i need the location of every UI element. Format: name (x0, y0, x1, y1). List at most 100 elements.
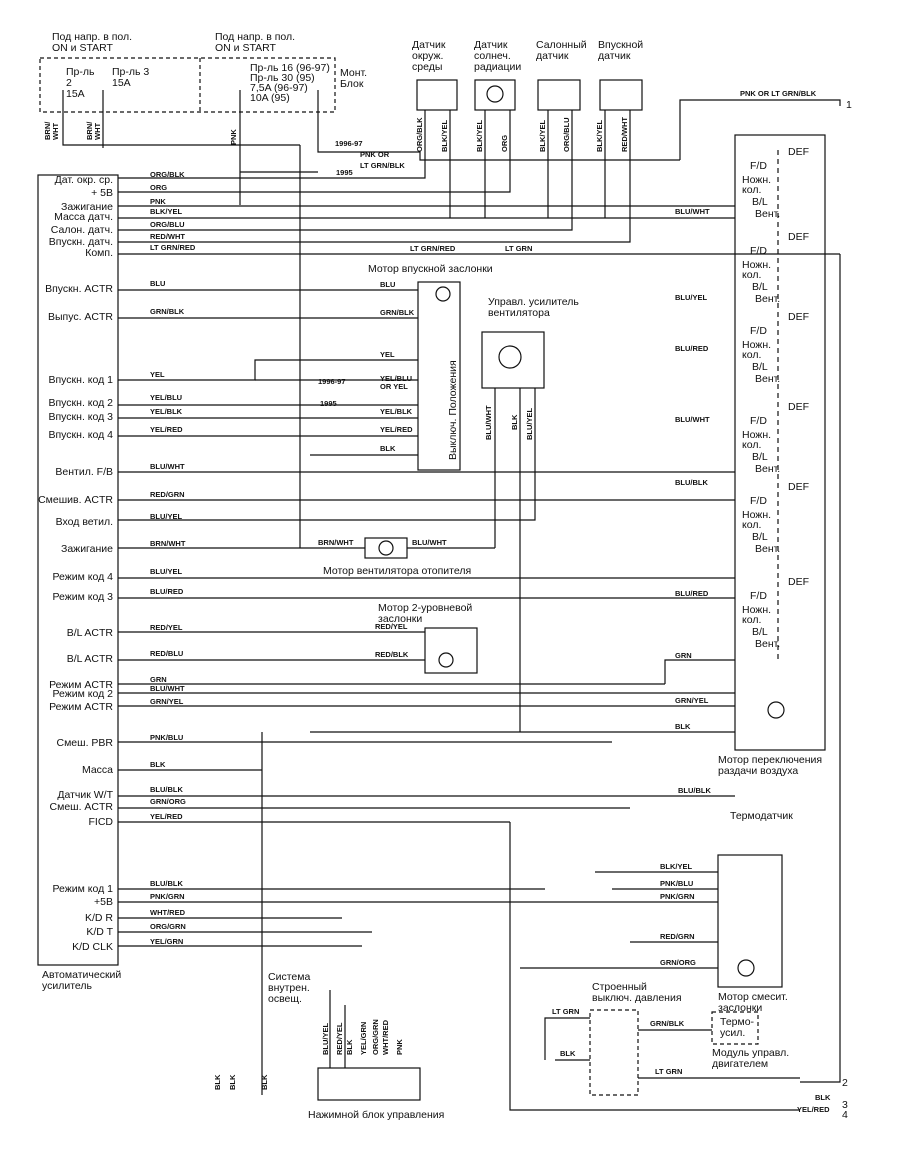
ref-3: 3 (842, 1099, 848, 1111)
ground-1-label: BLK (228, 1074, 237, 1090)
wire-label-ltgrnblk: LT GRN/BLK (360, 161, 405, 170)
mode-5-foot: Ножн.кол. (742, 604, 771, 626)
mode-wire-3: BLU/WHT (675, 415, 710, 424)
comp-wire2-label: LT GRN (505, 244, 532, 253)
cp-wire-3: YEL/GRN (359, 1022, 368, 1055)
amp-pin-13-wire: BLU/WHT (150, 462, 185, 471)
mode-1-def: DEF (788, 231, 809, 243)
amp-pin-14-label: Смешив. ACTR (38, 494, 113, 506)
amp-pin-20-wire: RED/BLU (150, 649, 183, 658)
cp-wire-4: ORG/GRN (371, 1019, 380, 1055)
amp-pin-0-wire: ORG/BLK (150, 170, 185, 179)
fan-amp-transistor (498, 345, 522, 369)
wire-label-pnk-or: PNK OR (360, 150, 390, 159)
sensor-1-wire-1: ORG (500, 135, 509, 152)
press-wire-2: BLK (560, 1049, 576, 1058)
amp-pin-31-label: K/D R (85, 912, 113, 924)
cp-wire-2: BLK (345, 1039, 354, 1055)
amp-pin-8-label: Выпус. ACTR (48, 311, 113, 323)
mode-3-foot: Ножн.кол. (742, 429, 771, 451)
intake-wire-5: YEL/RED (380, 425, 413, 434)
amp-pin-19-wire: RED/YEL (150, 623, 183, 632)
mix-wire-4: GRN/ORG (660, 958, 696, 967)
mode-wire-8: BLK (675, 722, 691, 731)
amp-pin-33-label: K/D CLK (72, 941, 113, 953)
blower-title: Мотор вентилятора отопителя (323, 565, 471, 577)
amp-pin-7-label: Впускн. ACTR (45, 283, 113, 295)
mount-block-label: Монт.Блок (340, 67, 367, 90)
intake-door-box (417, 281, 461, 471)
wire-mode-grn (664, 659, 735, 684)
top-wire-brnwht-2: BRN/WHT (85, 121, 102, 140)
mode-4-foot: Ножн.кол. (742, 509, 771, 531)
mode-1-vent: Вент. (755, 293, 780, 305)
mode-5-bl: B/L (752, 626, 768, 638)
amp-pin-15-wire: BLU/YEL (150, 512, 183, 521)
mode-2-foot: Ножн.кол. (742, 339, 771, 361)
fan-amp-wire-2: BLU/YEL (525, 407, 534, 440)
amp-pin-32-label: K/D T (86, 926, 113, 938)
control-panel-title: Нажимной блок управления (308, 1109, 444, 1121)
mode-motor-box (734, 134, 826, 751)
fuse-16-label: Пр-ль 16 (96-97)Пр-ль 30 (95)7,5A (96-97… (250, 62, 330, 104)
sensor-1-wire-0: BLK/YEL (475, 119, 484, 152)
two-level-wire-0: RED/YEL (375, 622, 408, 631)
amp-pin-19-label: B/L ACTR (67, 627, 114, 639)
amp-pin-3-wire: BLK/YEL (150, 207, 183, 216)
amp-pin-27-label: Смеш. ACTR (50, 801, 114, 813)
amp-pin-16-label: Зажигание (61, 543, 113, 555)
intake-motor-title: Мотор впускной заслонки (368, 263, 493, 275)
wire-pnk-or (317, 90, 680, 161)
wire-sun-org (118, 110, 511, 193)
top-wire-brnwht-1: BRN/WHT (43, 121, 60, 140)
amp-pin-26-wire: BLU/BLK (150, 785, 183, 794)
mode-5-def: DEF (788, 576, 809, 588)
mode-4-fd: F/D (750, 495, 767, 507)
mode-4-vent: Вент. (755, 543, 780, 555)
sunload-sensor-box (474, 79, 516, 111)
mode-3-def: DEF (788, 401, 809, 413)
wire-intake-redwht (118, 110, 631, 243)
mode-3-fd: F/D (750, 415, 767, 427)
mode-4-bl: B/L (752, 531, 768, 543)
amp-pin-2-label: Зажигание (61, 201, 113, 213)
mode-0-foot: Ножн.кол. (742, 174, 771, 196)
mode-1-foot: Ножн.кол. (742, 259, 771, 281)
amp-pin-21-label: Режим ACTR (49, 679, 113, 691)
thermo-amp-box (711, 1011, 759, 1045)
amp-pin-25-wire: BLK (150, 760, 166, 769)
blower-motor-circle (378, 540, 394, 556)
fan-amp-wire-0: BLU/WHT (484, 405, 493, 440)
amp-pin-11-label: Впускн. код 3 (48, 411, 113, 423)
amp-pin-9-label: Впускн. код 1 (48, 374, 113, 386)
comp-wire-label: LT GRN/RED (410, 244, 456, 253)
mode-3-vent: Вент. (755, 463, 780, 475)
wire-press-ltgrn (544, 1017, 590, 1060)
mode-2-vent: Вент. (755, 373, 780, 385)
mix-wire-3: RED/GRN (660, 932, 695, 941)
amp-pin-28-label: FICD (89, 816, 114, 828)
intake-wire-2: YEL (380, 350, 395, 359)
mode-0-vent: Вент. (755, 208, 780, 220)
amp-pin-8-wire: GRN/BLK (150, 307, 185, 316)
ambient-sensor-box (416, 79, 458, 111)
fuse-block (39, 57, 336, 113)
amp-pin-30-label: +5В (94, 896, 113, 908)
intake-wire-0: BLU (380, 280, 395, 289)
amp-pin-18-wire: BLU/RED (150, 587, 184, 596)
wire-code1 (118, 359, 418, 381)
amp-pin-10-label: Впускн. код 2 (48, 397, 113, 409)
press-wire-3: LT GRN (655, 1067, 682, 1076)
amp-pin-15-label: Вход ветил. (56, 516, 113, 528)
mode-motor-circle (767, 701, 785, 719)
ground-0-label: BLK (213, 1074, 222, 1090)
